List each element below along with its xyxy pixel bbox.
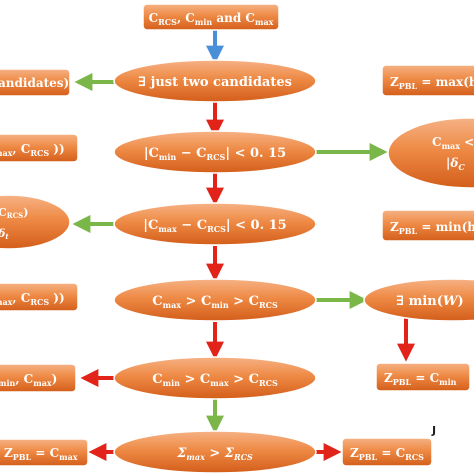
svg-text:ZPBL = max(h: ZPBL = max(h — [390, 75, 474, 91]
svg-text:Cmax > Cmin > CRCS: Cmax > Cmin > CRCS — [152, 294, 278, 310]
svg-text:ZPBL = Cmax: ZPBL = Cmax — [4, 446, 78, 462]
left-ellipse-max-rcs: CRCS) δt — [0, 194, 71, 250]
decision-sigma: Σmax > ΣRCS — [113, 430, 317, 474]
svg-text:∃ min(W): ∃ min(W) — [396, 294, 464, 309]
right-ellipse-exists-min: ∃ min(W) — [363, 278, 474, 322]
svg-text:|δC: |δC — [446, 156, 465, 172]
svg-text:∃ just two candidates: ∃ just two candidates — [138, 75, 292, 90]
svg-text:andidates): andidates) — [0, 76, 69, 90]
svg-text:Σmax > ΣRCS: Σmax > ΣRCS — [176, 446, 253, 462]
right-box-max-candidate: ZPBL = max(h — [381, 64, 474, 97]
svg-text:CRCS): CRCS) — [0, 206, 28, 220]
right-box-zpbl-crcs: ZPBL = CRCS — [341, 437, 433, 467]
svg-text:CRCS, Cmin and Cmax: CRCS, Cmin and Cmax — [149, 11, 274, 27]
stray-mark: J — [432, 424, 437, 437]
svg-text:Cmin > Cmax > CRCS: Cmin > Cmax > CRCS — [152, 372, 278, 388]
right-ellipse-cmax: Cmax < |δC — [387, 117, 474, 189]
decision-two-candidates: ∃ just two candidates — [113, 59, 317, 103]
left-box-min-rcs: max, CRCS )) — [0, 133, 79, 163]
svg-text:max, CRCS )): max, CRCS )) — [0, 291, 65, 307]
right-box-zpbl-cmin: ZPBL = Cmin — [375, 362, 471, 392]
svg-text:|Cmin − CRCS| < 0. 15: |Cmin − CRCS| < 0. 15 — [144, 146, 286, 162]
start-box: CRCS, Cmin and Cmax — [142, 3, 280, 31]
decision-min-max-rcs: Cmin > Cmax > CRCS — [113, 356, 317, 400]
svg-text:min, Cmax): min, Cmax) — [0, 372, 57, 388]
svg-text:|Cmax − CRCS| < 0. 15: |Cmax − CRCS| < 0. 15 — [143, 218, 286, 234]
svg-text:ZPBL = CRCS: ZPBL = CRCS — [350, 446, 424, 462]
svg-text:max, CRCS )): max, CRCS )) — [0, 142, 65, 158]
svg-text:ZPBL = min(h: ZPBL = min(h — [390, 220, 474, 236]
left-box-zpbl-cmax: ZPBL = Cmax — [0, 438, 89, 467]
left-box-max-min-rcs: max, CRCS )) — [0, 282, 79, 312]
svg-text:δt: δt — [0, 227, 9, 241]
right-box-min-candidate: ZPBL = min(h — [381, 209, 474, 242]
decision-max-rcs: |Cmax − CRCS| < 0. 15 — [113, 202, 317, 246]
svg-text:Cmax <: Cmax < — [432, 135, 474, 151]
decision-min-rcs: |Cmin − CRCS| < 0. 15 — [113, 130, 317, 174]
svg-text:ZPBL = Cmin: ZPBL = Cmin — [384, 371, 457, 387]
left-box-candidates: andidates) — [0, 68, 71, 97]
decision-max-min-rcs: Cmax > Cmin > CRCS — [113, 278, 317, 322]
left-box-min-max: min, Cmax) — [0, 363, 77, 393]
